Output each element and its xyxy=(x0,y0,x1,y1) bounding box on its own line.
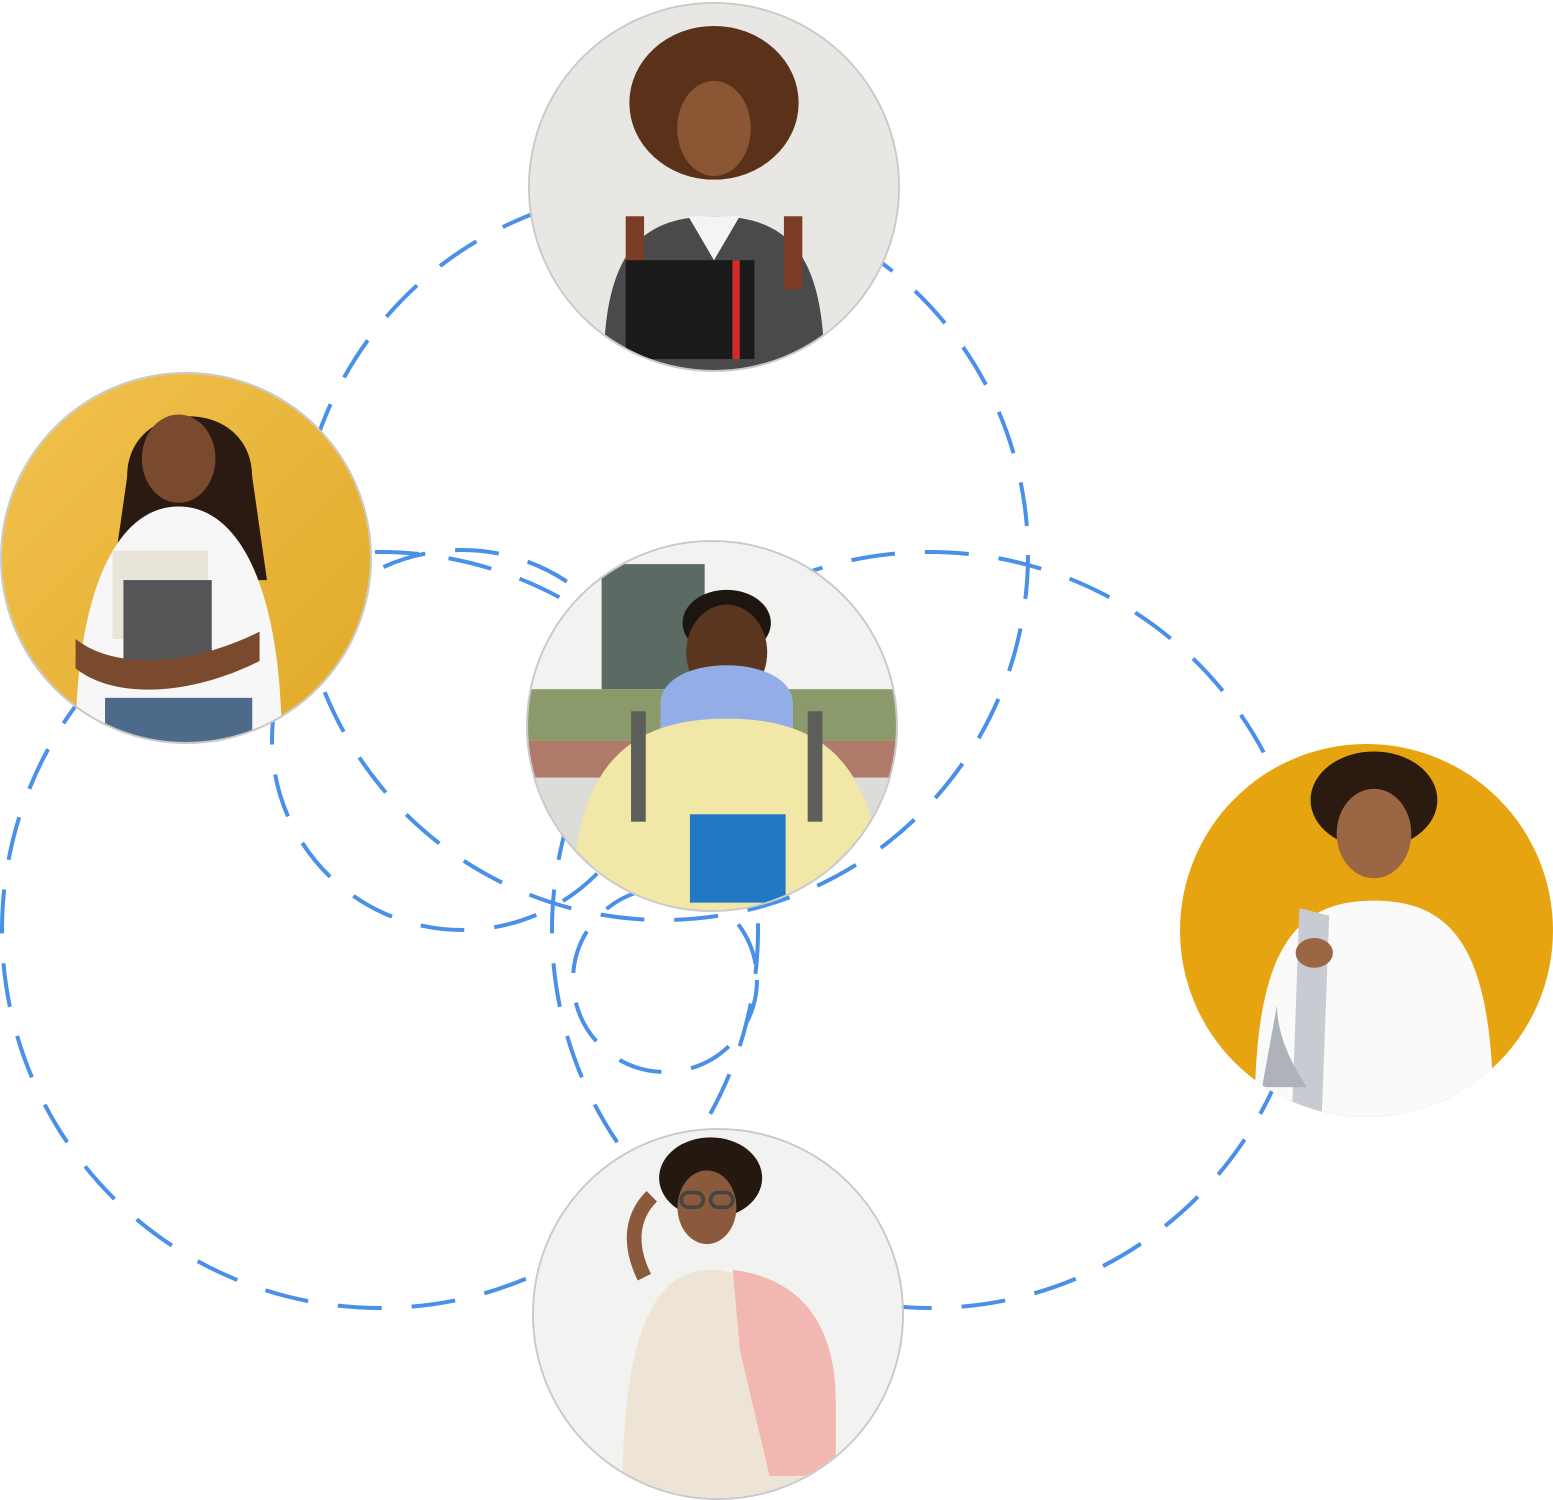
connector-ring-left xyxy=(0,550,760,1310)
student-with-books-icon xyxy=(2,374,370,742)
student-portrait-bottom xyxy=(532,1128,904,1500)
student-portrait-center xyxy=(526,540,898,912)
student-with-notebook-icon xyxy=(530,4,898,370)
student-with-backpack-icon xyxy=(1180,744,1553,1117)
student-portrait-right xyxy=(1180,744,1553,1117)
student-portrait-top xyxy=(528,2,900,372)
student-in-hoodie-icon xyxy=(528,542,896,910)
connector-ring-bottom xyxy=(571,886,759,1074)
student-portrait-left xyxy=(0,372,372,744)
student-adjusting-glasses-icon xyxy=(534,1130,902,1498)
